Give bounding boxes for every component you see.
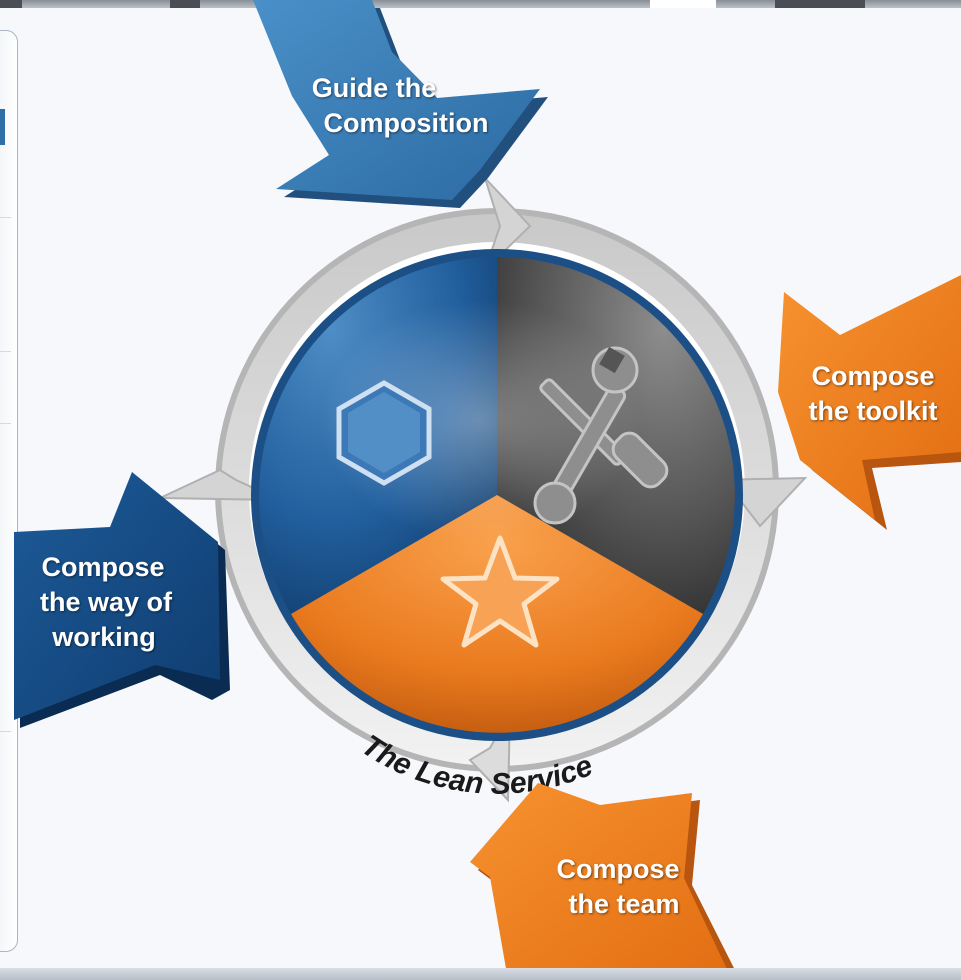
side-panel-tab[interactable] <box>0 109 5 145</box>
compose-team-arrow[interactable]: Compose the team <box>470 783 740 980</box>
compose-toolkit-arrow[interactable]: Compose the toolkit <box>778 275 961 530</box>
center-pie <box>251 249 743 741</box>
tools-icon <box>533 346 669 525</box>
hexagon-icon <box>336 380 432 486</box>
side-panel <box>0 30 18 952</box>
star-icon <box>440 535 560 648</box>
way-label-line2: the way of <box>40 587 173 617</box>
toolkit-label-line2: the toolkit <box>809 396 938 426</box>
team-label-line1: Compose <box>556 854 679 884</box>
toolkit-label-line1: Compose <box>811 361 934 391</box>
window-bottom-strip <box>0 968 961 980</box>
compose-way-arrow[interactable]: Compose the way of working <box>14 472 230 728</box>
team-label-line2: the team <box>568 889 679 919</box>
guide-label-line2: Composition <box>324 108 489 138</box>
guide-composition-arrow[interactable]: Guide the Composition <box>253 0 548 208</box>
guide-label-line1: Guide the <box>312 73 437 103</box>
way-label-line1: Compose <box>41 552 164 582</box>
way-label-line3: working <box>51 622 156 652</box>
ring-arrowhead-left <box>159 468 281 501</box>
